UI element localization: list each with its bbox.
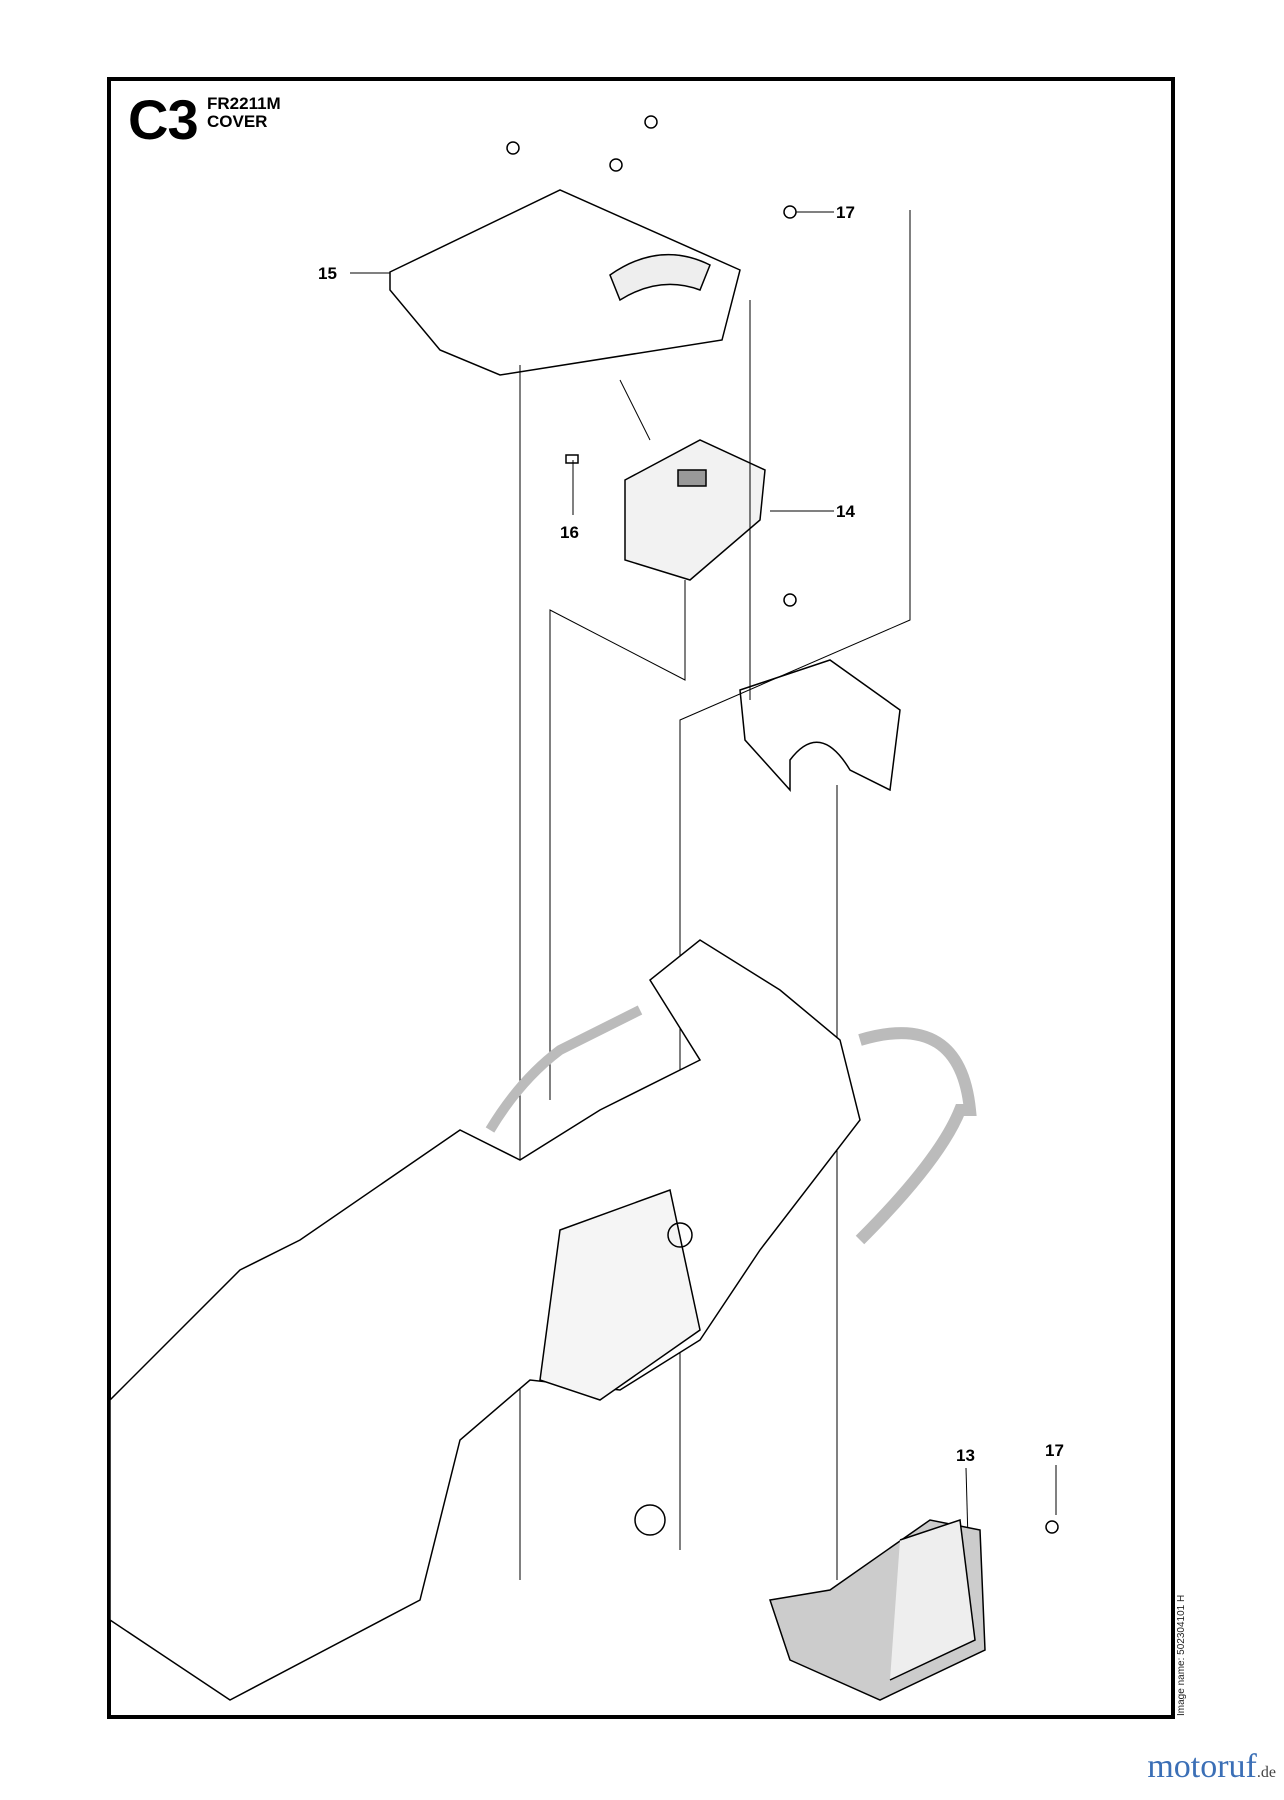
watermark-logo: motoruf.de — [1147, 1748, 1276, 1786]
diagram-frame — [107, 77, 1175, 1719]
image-name-label: Image name: 502304101 H — [1176, 1594, 1187, 1716]
mower-frame — [109, 939, 977, 1701]
callout-17-bottom: 17 — [1045, 1441, 1064, 1460]
callout-15: 15 — [318, 264, 337, 283]
callout-16: 16 — [560, 523, 579, 542]
callout-13: 13 — [956, 1446, 975, 1465]
callout-17-top: 17 — [836, 203, 855, 222]
belt-guard-upper — [739, 659, 901, 792]
section-code: C3 — [128, 88, 199, 151]
watermark-name: motoruf — [1147, 1748, 1257, 1785]
callout-14: 14 — [836, 502, 855, 521]
part-14-cover — [565, 439, 797, 607]
part-13-belt-guard — [769, 1518, 1059, 1701]
watermark-tld: .de — [1256, 1764, 1276, 1781]
part-15-top-cover — [389, 115, 797, 376]
model-number: FR2211M — [207, 94, 281, 113]
section-title: COVER — [207, 112, 268, 131]
section-heading: FR2211M COVER — [207, 95, 281, 131]
